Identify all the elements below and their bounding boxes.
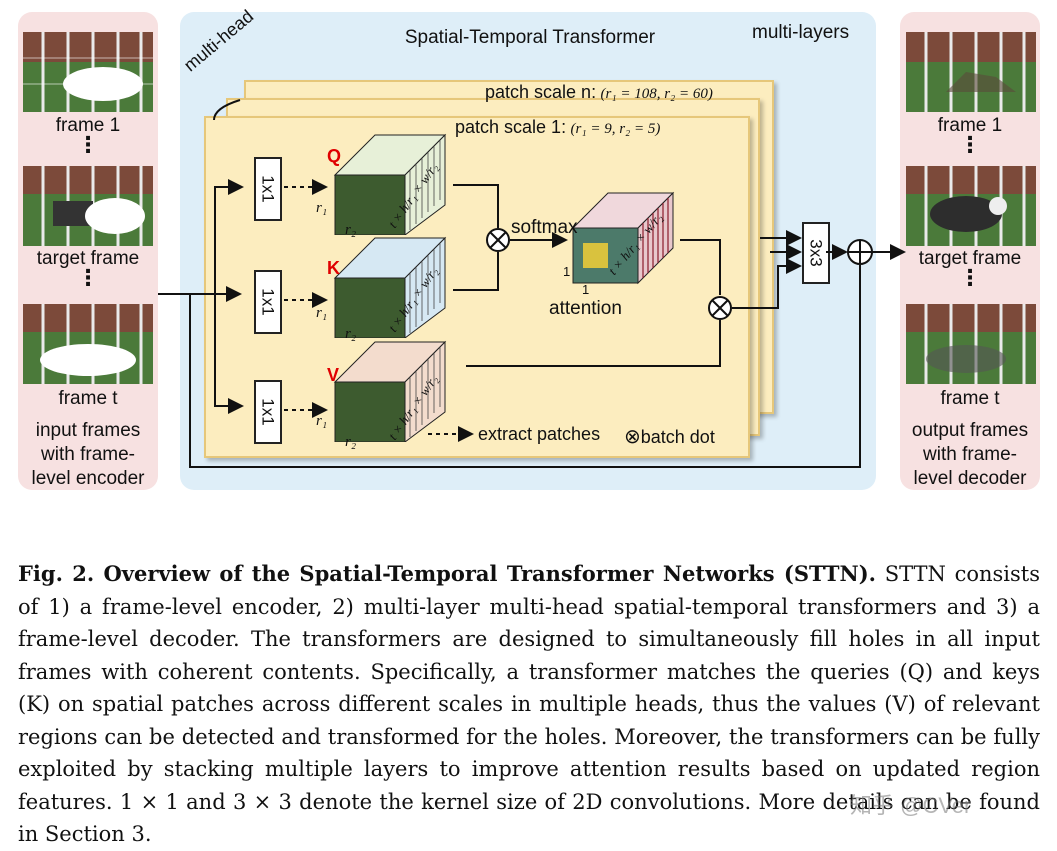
patch-scale-n-title: patch scale n: (r₁ = 108, r₂ = 60) (485, 82, 713, 102)
k-label: K (327, 258, 340, 278)
watermark: 知乎 @CVer (850, 793, 972, 818)
v-label: V (327, 365, 340, 385)
output-footer-line-1: output frames (911, 420, 1029, 441)
attention-one-left: 1 (563, 264, 571, 279)
batch-dot-icon: ⊗ (624, 426, 641, 448)
q-label: Q (327, 146, 342, 166)
output-frame-1-image (906, 32, 1036, 117)
multi-layers-label: multi-layers (752, 22, 850, 43)
caption-body: STTN consists of 1) a frame-level encode… (18, 562, 1040, 846)
q-r2-label: r₂ (345, 222, 357, 238)
conv1x1-k-box: 1x1 (254, 270, 282, 334)
output-target-frame-label: target frame (918, 248, 1022, 269)
input-target-frame-image (23, 166, 153, 251)
output-frame-t-label: frame t (940, 388, 1000, 409)
input-footer-line-3: level encoder (31, 468, 145, 489)
v-r2-label: r₂ (345, 434, 357, 450)
attention-tensor (571, 191, 675, 285)
input-footer-line-2: with frame- (41, 444, 135, 465)
output-frame-t-image (906, 304, 1036, 389)
transformer-title: Spatial-Temporal Transformer (404, 27, 656, 48)
q-tensor (333, 133, 447, 235)
patch-scale-1-sheet (204, 116, 750, 458)
attention-label: attention (549, 298, 622, 319)
k-tensor (333, 236, 447, 338)
conv1x1-v-box: 1x1 (254, 380, 282, 444)
input-frame-t-image (23, 304, 153, 389)
v-tensor (333, 340, 447, 442)
k-r2-label: r₂ (345, 326, 357, 342)
input-frame-1-label: frame 1 (55, 115, 121, 136)
k-r1-label: r₁ (316, 305, 328, 321)
diagram-connectors (158, 99, 906, 468)
q-r1-label: r₁ (316, 200, 328, 216)
input-frame-1-image (23, 32, 153, 117)
attention-one-bottom: 1 (582, 282, 590, 297)
caption-title: Fig. 2. Overview of the Spatial-Temporal… (18, 561, 876, 586)
legend-extract-patches: extract patches (478, 424, 601, 444)
conv1x1-q-box: 1x1 (254, 157, 282, 221)
output-footer-line-3: level decoder (913, 468, 1027, 489)
figure-caption: Fig. 2. Overview of the Spatial-Temporal… (18, 558, 1040, 851)
v-r1-label: r₁ (316, 413, 328, 429)
input-frame-t-label: frame t (58, 388, 118, 409)
legend-batch-dot: ⊗batch dot (624, 426, 715, 448)
output-footer-line-2: with frame- (923, 444, 1017, 465)
input-footer-line-1: input frames (35, 420, 141, 441)
input-target-frame-label: target frame (36, 248, 140, 269)
patch-scale-1-title: patch scale 1: (r₁ = 9, r₂ = 5) (455, 117, 661, 137)
output-frame-1-label: frame 1 (937, 115, 1003, 136)
output-target-frame-image (906, 166, 1036, 251)
